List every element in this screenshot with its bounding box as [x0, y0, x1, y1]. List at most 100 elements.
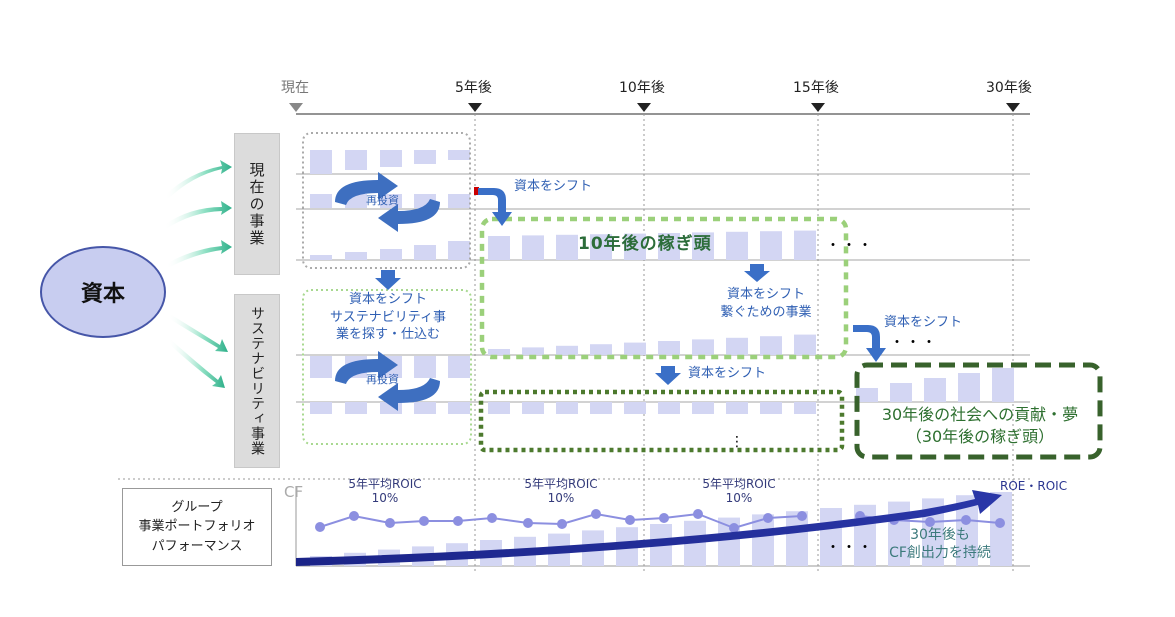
sus-top-bar: [448, 356, 470, 378]
roic-label-2: 5年平均ROIC 10%: [506, 477, 616, 506]
roic-point: [487, 513, 497, 523]
earner-bar: [658, 233, 680, 260]
earner-10y-title: 10年後の稼ぎ頭: [578, 234, 712, 254]
bridge-bar: [658, 341, 680, 355]
shift-arrow-to-10y: [478, 188, 512, 226]
roic-point: [693, 509, 703, 519]
roic-point: [349, 511, 359, 521]
timeline-label-now: 現在: [281, 80, 309, 96]
earner-bar: [522, 235, 544, 260]
roic-point: [995, 518, 1005, 528]
bridge-bar: [794, 334, 816, 355]
row-label-sustainability: サステナビリティ事業: [234, 294, 280, 468]
bridge-business-text: 資本をシフト 繋ぐための事業: [706, 286, 826, 321]
dream-bar: [856, 388, 878, 402]
shift-label-to-30y: 資本をシフト: [884, 315, 963, 330]
down-arrow-current-to-sus: [375, 270, 401, 290]
earner-bar: [556, 234, 578, 260]
sustainability-find-box: [302, 289, 472, 445]
earner-bar: [624, 233, 646, 260]
roic-point: [523, 518, 533, 528]
roic-label-2-line-2: 10%: [547, 490, 575, 505]
cf-bar: [990, 492, 1012, 566]
current-top-bar: [345, 150, 367, 170]
roic-point: [557, 519, 567, 529]
timeline-marker-15y: [811, 103, 825, 112]
sus-future-bar: [726, 402, 748, 414]
sus-mid-bar: [448, 402, 470, 414]
current-mid-bar: [448, 194, 470, 208]
current-bottom-bar: [414, 245, 436, 260]
timeline-label-5y: 5年後: [455, 80, 492, 96]
roic-point: [659, 513, 669, 523]
row-label-sustainability-text: サステナビリティ事業: [249, 306, 265, 456]
roic-point: [419, 516, 429, 526]
cf-sustain-line-2: CF創出力を持続: [889, 545, 991, 562]
current-reinvest-box: [302, 132, 471, 269]
sustainability-find-line-1: 資本をシフト: [348, 292, 427, 307]
shift-label-to-10y: 資本をシフト: [514, 179, 593, 194]
sus-future-bar: [522, 402, 544, 414]
earner-bar: [488, 236, 510, 260]
current-top-bar: [448, 150, 470, 160]
sus-mid-bar: [345, 402, 367, 414]
timeline-label-30y: 30年後: [986, 80, 1032, 96]
dream-30y-box: [854, 362, 1103, 460]
bridge-bar: [624, 342, 646, 355]
earner-bar: [726, 231, 748, 260]
timeline-marker-10y: [637, 103, 651, 112]
teal-arrow-4: [168, 314, 228, 352]
ellipsis-cf: ・・・: [826, 540, 874, 556]
dream-bar: [890, 383, 912, 402]
down-arrow-10y: [744, 264, 770, 282]
current-bottom-bar: [345, 252, 367, 260]
teal-arrow-5: [168, 339, 225, 388]
cf-bar: [684, 520, 706, 566]
cf-bar: [956, 495, 978, 566]
group-portfolio-box: グループ 事業ポートフォリオ パフォーマンス: [122, 488, 272, 566]
group-box-line-1: グループ: [171, 499, 223, 515]
sustainability-find-text: 資本をシフト サステナビリティ事 業を探す・仕込む: [310, 291, 466, 344]
timeline-marker-now: [289, 103, 303, 112]
sus-future-bar: [692, 402, 714, 414]
current-bottom-bar: [448, 241, 470, 260]
bridge-bar: [726, 337, 748, 355]
roic-point: [797, 511, 807, 521]
roic-label-1: 5年平均ROIC 10%: [330, 477, 440, 506]
sustainability-find-line-2: サステナビリティ事: [330, 309, 446, 325]
cf-sustain-text: 30年後も CF創出力を持続: [880, 526, 1000, 562]
dream-bar: [992, 368, 1014, 402]
roic-point: [729, 523, 739, 533]
sustainability-future-box: [478, 389, 845, 453]
ellipsis-10y: ・・・: [826, 238, 874, 254]
cf-bar: [752, 514, 774, 566]
earner-bar: [760, 231, 782, 260]
shift-origin-mark: [474, 187, 479, 195]
reinvest-cycle-lower: [335, 351, 440, 411]
roe-roic-label: ROE・ROIC: [1000, 479, 1068, 493]
cf-bar: [820, 508, 842, 566]
group-box-line-2: 事業ポートフォリオ: [138, 519, 256, 535]
sustainability-find-line-3: 業を探す・仕込む: [335, 327, 440, 343]
sus-top-bar: [310, 356, 332, 378]
timeline-label-15y: 15年後: [793, 80, 839, 96]
sus-future-bar: [488, 402, 510, 414]
roic-point: [625, 515, 635, 525]
current-mid-bar: [310, 194, 332, 208]
reinvest-label-upper: 再投資: [366, 194, 399, 207]
roic-point: [961, 515, 971, 525]
roic-label-1-line-2: 10%: [371, 490, 399, 505]
bridge-business-line-2: 繋ぐための事業: [720, 304, 812, 320]
sus-top-bar: [414, 356, 436, 378]
sus-future-bar: [590, 402, 612, 414]
roic-line: [315, 509, 1005, 533]
dream-bar: [958, 373, 980, 402]
bridge-bar: [556, 345, 578, 355]
current-top-bar: [380, 150, 402, 167]
ellipsis-shift-30y: ・・・: [890, 335, 938, 351]
earner-bar: [590, 234, 612, 260]
ellipsis-vertical-sus: ⋮: [730, 434, 744, 450]
sus-future-bar: [556, 402, 578, 414]
earner-bar: [794, 230, 816, 260]
